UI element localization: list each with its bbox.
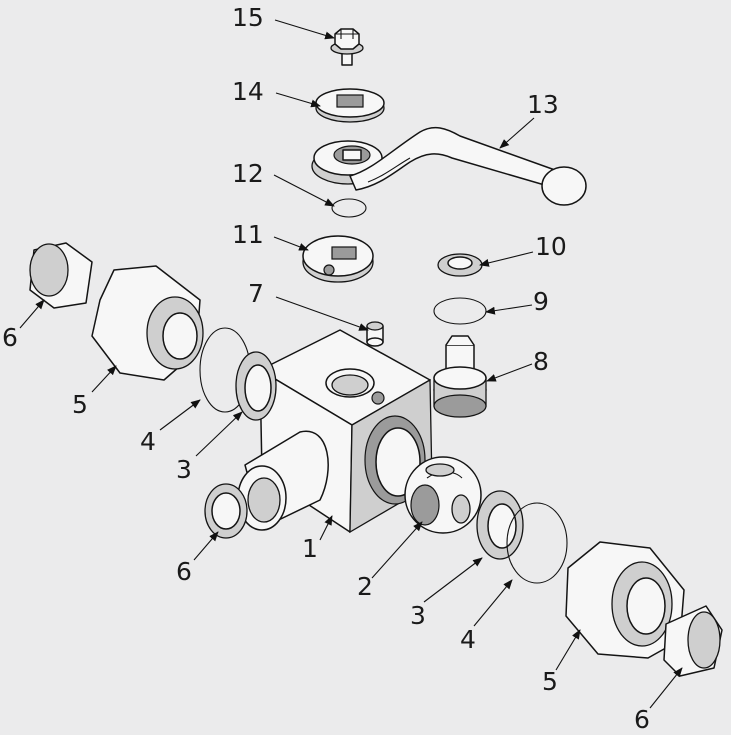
part-5-nut-right [565, 541, 685, 659]
part-3-seat-right [476, 490, 524, 560]
part-9-oring [433, 297, 487, 325]
part-11-stop-plate [302, 235, 374, 283]
part-3-seat-left [235, 351, 277, 421]
callout-6-top-left: 6 [2, 323, 18, 352]
callout-10: 10 [535, 232, 567, 261]
callout-6-bottom-right: 6 [634, 705, 650, 734]
part-6-sleeve-left [204, 483, 248, 539]
part-5-nut-left [91, 265, 204, 381]
callout-3-left: 3 [176, 455, 192, 484]
callout-11: 11 [232, 220, 264, 249]
part-7-pin [366, 321, 384, 347]
part-6-cap-right [663, 605, 723, 677]
part-2-ball [404, 456, 482, 534]
callout-13: 13 [527, 90, 559, 119]
part-12-oring [331, 198, 367, 218]
part-6-cap-top-left [29, 242, 93, 309]
part-8-stem [433, 335, 487, 418]
leader-lines [19, 19, 683, 709]
callout-4-right: 4 [460, 625, 476, 654]
callout-4-left: 4 [140, 427, 156, 456]
callout-5-left: 5 [72, 390, 88, 419]
callout-2: 2 [357, 572, 373, 601]
callout-15: 15 [232, 3, 264, 32]
callout-labels: 15 14 13 12 11 10 9 8 7 6 5 4 3 1 6 2 3 … [2, 3, 650, 734]
part-15-bolt [330, 28, 364, 66]
callout-5-right: 5 [542, 667, 558, 696]
callout-6-bottom-left: 6 [176, 557, 192, 586]
callout-14: 14 [232, 77, 264, 106]
callout-7: 7 [248, 279, 264, 308]
callout-3-right: 3 [410, 601, 426, 630]
part-13-handle [311, 126, 587, 206]
part-4-seal-right [506, 502, 568, 584]
callout-8: 8 [533, 347, 549, 376]
callout-9: 9 [533, 287, 549, 316]
part-10-ring [437, 253, 483, 277]
part-14-lock-plate [315, 88, 385, 123]
callout-12: 12 [232, 159, 264, 188]
callout-1: 1 [302, 534, 318, 563]
